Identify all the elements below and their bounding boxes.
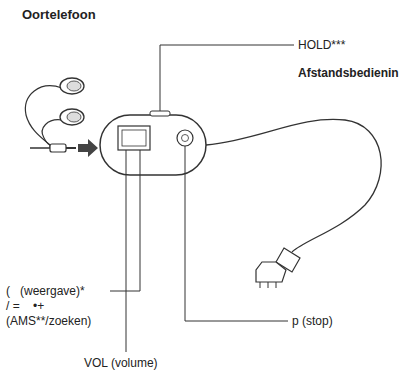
plug-pin: [268, 282, 269, 288]
plug-pin: [66, 147, 76, 149]
leader-line: [110, 150, 140, 291]
remote-cord: [206, 119, 381, 252]
remote-cord: [206, 119, 381, 252]
earbud: [60, 78, 84, 94]
remote-body: [100, 111, 206, 175]
display-inner: [122, 130, 146, 146]
leader-line: [185, 146, 288, 321]
insert-arrow: [78, 139, 98, 157]
remote-housing: [100, 115, 206, 175]
leader-lines: [110, 45, 294, 352]
part-heading: Oortelefoon: [22, 8, 96, 22]
part-name: HOLD***: [298, 38, 345, 52]
plug-body: [50, 144, 66, 152]
earbud-mesh: [67, 81, 81, 91]
earphone-plug: [30, 139, 98, 157]
plug-pin: [260, 282, 261, 288]
stop-button: [177, 130, 193, 146]
part-name: VOL (volume): [84, 356, 158, 370]
earphone-cord: [25, 86, 62, 145]
plug-connector: [256, 262, 286, 282]
earphone-cord: [42, 120, 62, 145]
display-window: [118, 126, 150, 150]
earbuds: [60, 78, 84, 125]
part-heading: Afstandsbedienin: [298, 66, 399, 80]
plug-cord: [30, 147, 50, 149]
stop-button-inner: [182, 135, 189, 142]
part-name: / = •+: [6, 299, 44, 313]
leader-line: [160, 45, 294, 111]
earbud-mesh: [67, 112, 81, 122]
part-name: p (stop): [292, 314, 333, 328]
remote-plug: [256, 248, 300, 288]
part-name: (AMS**/zoeken): [6, 314, 91, 328]
earphone-cords: [25, 86, 62, 148]
leader-line: [126, 150, 127, 352]
earbud: [60, 109, 84, 125]
plug-pin: [276, 282, 277, 288]
hold-switch: [150, 111, 170, 116]
part-name: ( (weergave)*: [6, 284, 85, 298]
